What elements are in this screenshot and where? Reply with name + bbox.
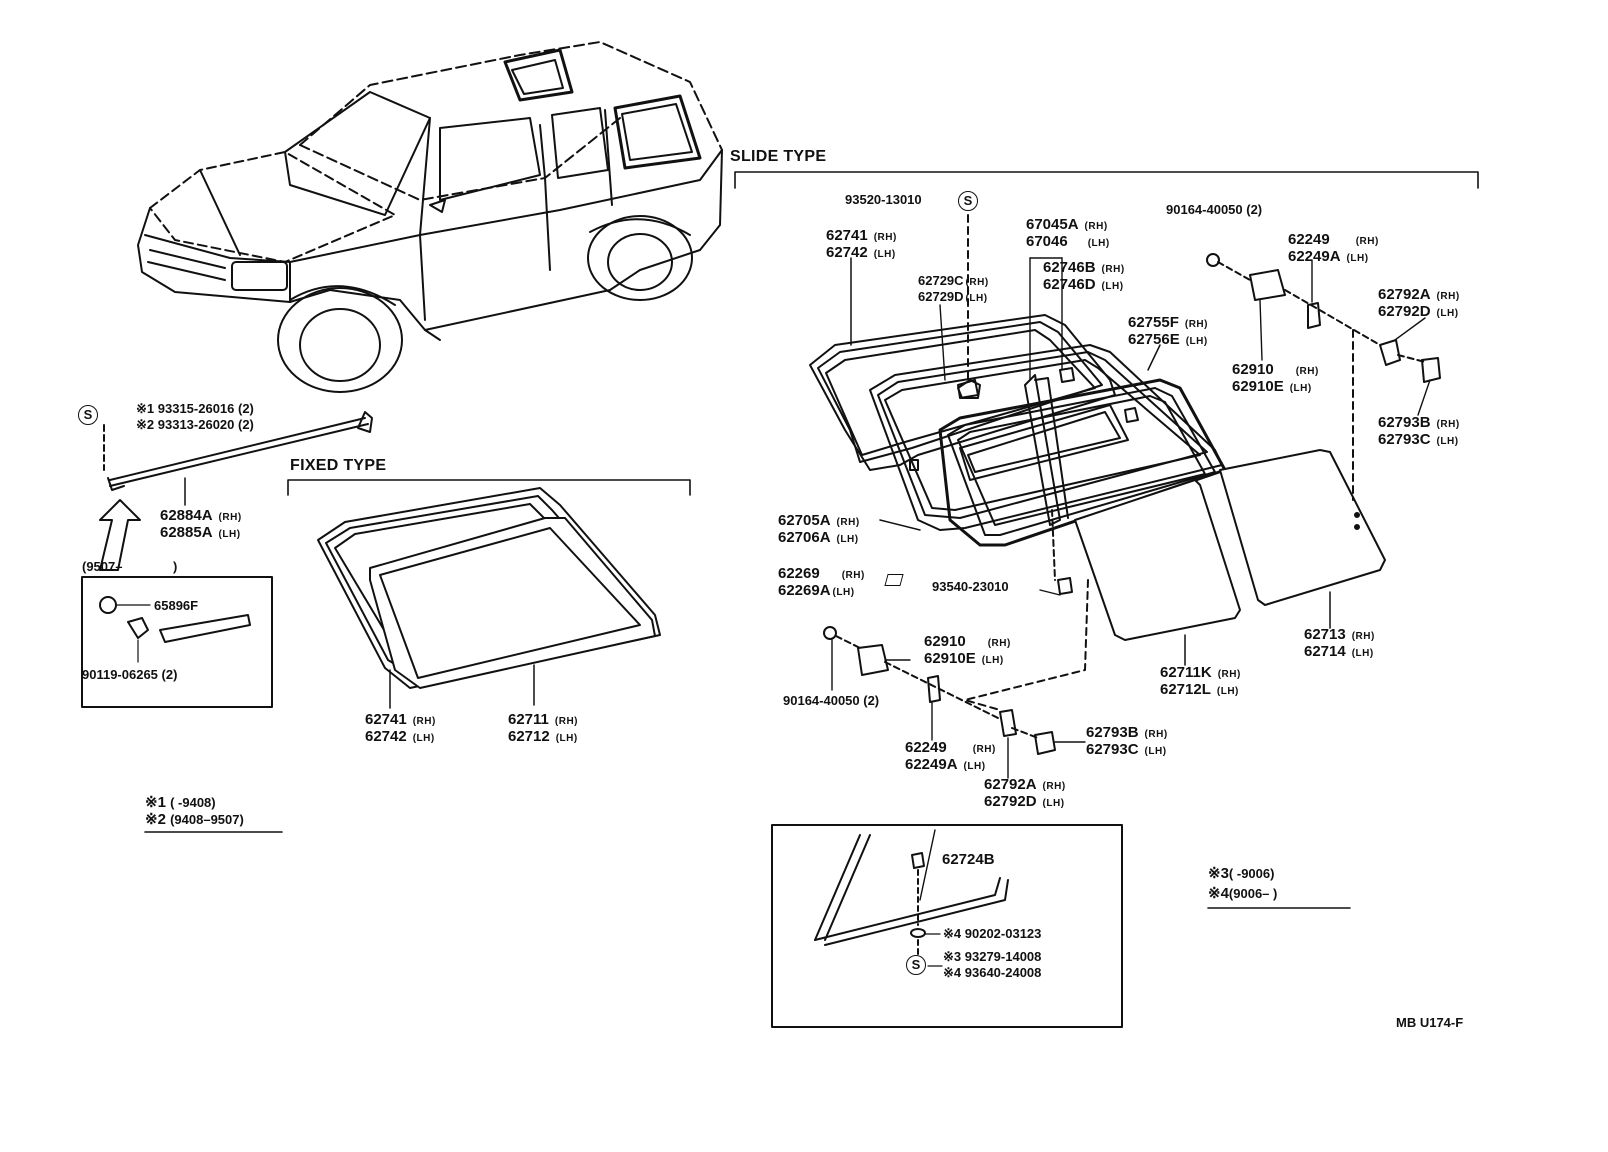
label-62711K-62712L: 62711K(RH) 62712L(LH) [1160, 664, 1241, 698]
label-range-9507-close: ) [173, 559, 178, 574]
label-90164-40050-bottom: 90164-40050 (2) [783, 693, 880, 708]
label-62729C-62729D: 62729C(RH) 62729D(LH) [918, 273, 989, 305]
label-62792A-62792D-top: 62792A(RH) 62792D(LH) [1378, 286, 1460, 320]
fixed-type-glass [317, 487, 661, 709]
s-symbol-bottom: S [906, 955, 926, 975]
note-4: ※4(9006– ) [1208, 885, 1278, 902]
fixed-type-header: FIXED TYPE [290, 457, 387, 474]
label-62792A-62792D-bottom: 62792A(RH) 62792D(LH) [984, 776, 1066, 810]
label-67045A-67046: 67045A(RH) 67046(LH) [1026, 216, 1110, 250]
slide-type-header: SLIDE TYPE [730, 148, 827, 165]
label-93313-26020: ※2 93313-26020 (2) [136, 417, 254, 432]
label-93279-14008: ※3 93279-14008 [943, 949, 1042, 964]
label-62713-62714: 62713(RH) 62714(LH) [1304, 626, 1375, 660]
s-symbol-left: S [78, 405, 98, 425]
s-symbol-top: S [958, 191, 978, 211]
label-62793B-62793C-bottom: 62793B(RH) 62793C(LH) [1086, 724, 1168, 758]
label-62249-62249A-top: 62249(RH) 62249A(LH) [1288, 231, 1379, 265]
label-62741-62742-fixed: 62741(RH) 62742(LH) [365, 711, 436, 745]
slide-type-bracket [734, 171, 1479, 189]
label-93520-13010: 93520-13010 [845, 192, 922, 207]
detail-box-bottom [771, 824, 1123, 1028]
label-62724B: 62724B [942, 851, 995, 868]
vehicle-illustration [137, 41, 723, 393]
label-62741-62742-slide: 62741(RH) 62742(LH) [826, 227, 897, 261]
label-62755F-62756E: 62755F(RH) 62756E(LH) [1128, 314, 1208, 348]
label-62910-62910E-top: 62910(RH) 62910E(LH) [1232, 361, 1319, 395]
slide-hardware-bottom [823, 509, 1089, 779]
bracket-62884A [99, 411, 373, 571]
label-62793B-62793C-top: 62793B(RH) 62793C(LH) [1378, 414, 1460, 448]
label-62705A-62706A: 62705A(RH) 62706A(LH) [778, 512, 860, 546]
label-62711-62712: 62711(RH) 62712(LH) [508, 711, 578, 745]
label-62746B-62746D: 62746B(RH) 62746D(LH) [1043, 259, 1125, 293]
label-range-9507: (9507– [82, 559, 123, 574]
label-93540-23010: 93540-23010 [932, 579, 1009, 594]
label-62910-62910E-bottom: 62910(RH) 62910E(LH) [924, 633, 1011, 667]
label-90164-40050-top: 90164-40050 (2) [1166, 202, 1263, 217]
label-62884A-62885A: 62884A(RH) 62885A(LH) [160, 507, 242, 541]
label-65896F: 65896F [154, 598, 199, 613]
diagram-code: MB U174-F [1396, 1015, 1464, 1030]
label-93315-26016: ※1 93315-26016 (2) [136, 401, 254, 416]
slide-hardware-top [939, 214, 1441, 530]
slide-type-glass-assembly [809, 257, 1386, 666]
label-62249-62249A-bottom: 62249(RH) 62249A(LH) [905, 739, 996, 773]
label-93640-24008: ※4 93640-24008 [943, 965, 1042, 980]
fixed-type-bracket [287, 479, 691, 496]
note-3: ※3( -9006) [1208, 865, 1275, 882]
note-1: ※1 ( -9408) [145, 794, 216, 811]
note-2: ※2 (9408–9507) [145, 811, 244, 828]
label-62269-62269A: 62269(RH) 62269A(LH) [778, 565, 865, 599]
clip-62269-icon [884, 574, 904, 586]
detail-box-left [81, 576, 273, 708]
label-90119-06265: 90119-06265 (2) [82, 667, 178, 682]
label-90202-03123: ※4 90202-03123 [943, 926, 1042, 941]
